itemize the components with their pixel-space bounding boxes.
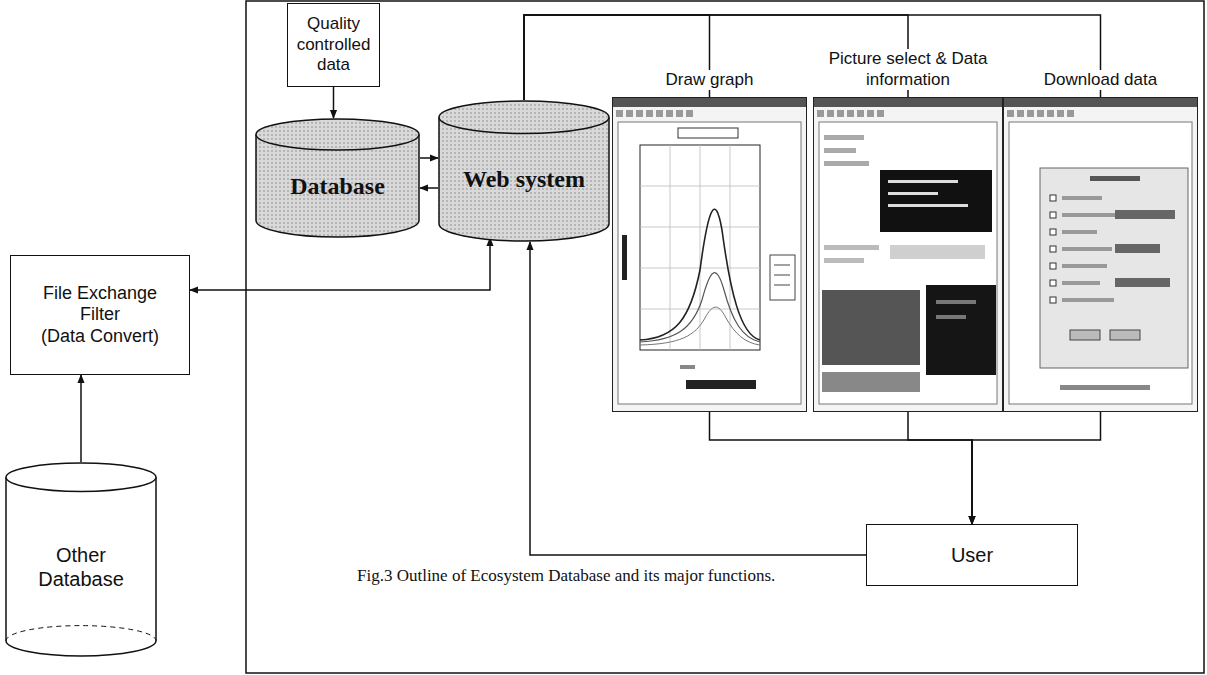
node-label: Web system [463, 165, 585, 194]
node-label: User [951, 543, 993, 567]
data-source-box: Quality controlled data [287, 3, 380, 87]
node-sublabel: (Data Convert) [41, 326, 159, 348]
connector-arrow [333, 87, 335, 118]
connector-arrow [190, 238, 490, 290]
node-label: Database [290, 172, 385, 201]
node-label: Quality controlled data [291, 14, 376, 75]
database-cylinder: Database [255, 118, 420, 238]
connector-arrow [80, 375, 82, 462]
other-database-cylinder: Other Database [5, 462, 157, 657]
screenshot-window: Download data [1003, 97, 1198, 412]
connector-arrow [972, 412, 1101, 524]
window-heading: Download data [1003, 70, 1199, 90]
connector-arrow [530, 242, 866, 555]
screenshot-window: Draw graph [612, 97, 807, 412]
graph-screenshot [612, 97, 807, 412]
user-box: User [866, 524, 1078, 586]
window-heading: Picture select & Data information [825, 49, 991, 90]
picture-screenshot [813, 97, 1003, 412]
window-heading: Draw graph [612, 70, 808, 90]
figure-caption: Fig.3 Outline of Ecosystem Database and … [355, 566, 777, 586]
connector-arrow [908, 412, 972, 524]
filter-box: File Exchange Filter(Data Convert) [10, 255, 190, 375]
connector-arrow [420, 187, 438, 189]
figure-frame [246, 1, 1204, 673]
connector-arrow [710, 412, 973, 524]
screenshot-window: Picture select & Data information [813, 97, 1003, 412]
web-system-cylinder: Web system [438, 100, 610, 242]
download-screenshot [1003, 97, 1198, 412]
connector-arrow [420, 157, 438, 159]
node-label: Other Database [26, 543, 136, 591]
node-label: File Exchange Filter [30, 283, 170, 326]
